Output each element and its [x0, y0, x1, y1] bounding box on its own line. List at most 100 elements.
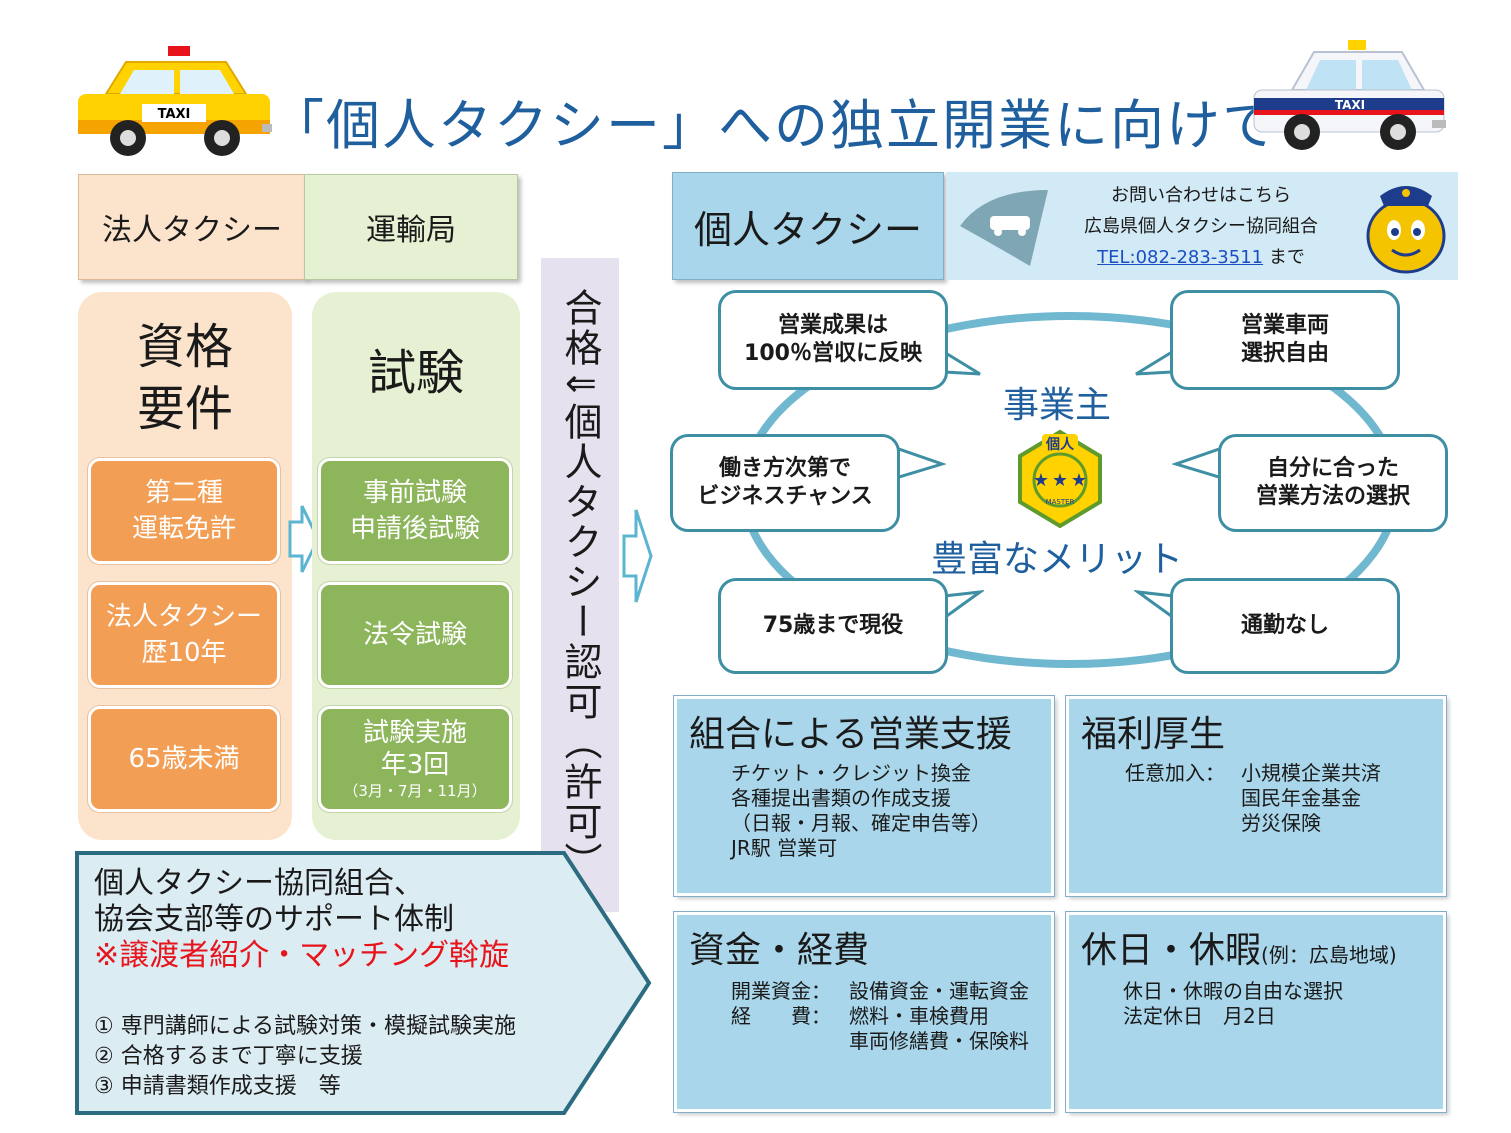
- taxi-logo-icon: [960, 190, 1048, 266]
- individual-taxi-label: 個人タクシー: [693, 207, 922, 252]
- merit-bubble-line: 選択自由: [1240, 341, 1329, 366]
- exam-item-line: 申請後試験: [349, 514, 480, 544]
- merit-bubble-line: 営業成果は: [777, 313, 888, 338]
- welfare-line: 国民年金基金: [1241, 786, 1361, 810]
- exam-item-line: 事前試験: [362, 478, 467, 508]
- sales-support-line: JR駅 営業可: [731, 836, 838, 860]
- funds-label: 経 費：: [731, 1004, 831, 1028]
- qualification-item: 法人タクシー 歴10年: [88, 582, 280, 688]
- holiday-line: 休日・休暇の自由な選択: [1123, 979, 1343, 1003]
- holiday-line: 法定休日 月2日: [1123, 1004, 1276, 1028]
- merit-bubble-line: 75歳まで現役: [762, 613, 904, 638]
- holiday-lines: 休日・休暇の自由な選択 法定休日 月2日: [1123, 979, 1343, 1029]
- sales-support-line: （日報・月報、確定申告等）: [731, 811, 991, 835]
- merit-bubble: 75歳まで現役: [718, 578, 948, 674]
- corporate-taxi-label: 法人タクシー: [102, 213, 282, 248]
- contact-line: 広島県個人タクシー協同組合: [1084, 216, 1318, 237]
- qualification-heading-line2: 要件: [136, 381, 233, 437]
- bubble-tail: [1135, 350, 1172, 376]
- merit-bubble-line: ビジネスチャンス: [697, 484, 873, 509]
- bubble-tail: [1172, 446, 1222, 480]
- sales-support-line: 各種提出書類の作成支援: [731, 786, 951, 810]
- yellow-taxi-sign: TAXI: [158, 107, 191, 122]
- support-list-item: ① 専門講師による試験対策・模擬試験実施: [94, 1014, 517, 1039]
- merit-center-top: 事業主: [1002, 385, 1111, 426]
- sales-support-line: チケット・クレジット換金: [731, 761, 971, 785]
- merit-bubble-line: 100％営収に反映: [744, 341, 922, 366]
- holiday-title-note: (例：広島地域): [1261, 943, 1397, 967]
- holiday-panel: 休日・休暇(例：広島地域) 休日・休暇の自由な選択 法定休日 月2日: [1066, 912, 1446, 1112]
- funds-label: 開業資金：: [731, 979, 831, 1003]
- qualification-heading-line1: 資格: [136, 319, 233, 375]
- welfare-line: 労災保険: [1241, 811, 1321, 835]
- qualification-item-line: 運転免許: [131, 514, 236, 544]
- support-line: 協会支部等のサポート体制: [94, 902, 454, 937]
- merit-bubble: 自分に合った 営業方法の選択: [1218, 434, 1448, 532]
- bubble-tail: [1134, 590, 1174, 620]
- qualification-item-line: 法人タクシー: [105, 602, 262, 632]
- funds-value: 燃料・車検費用: [849, 1004, 989, 1028]
- welfare-lines: 小規模企業共済 国民年金基金 労災保険: [1241, 761, 1381, 836]
- merit-bubble-line: 働き方次第で: [718, 456, 851, 481]
- funds-title: 資金・経費: [689, 930, 870, 971]
- merit-bubble: 通勤なし: [1170, 578, 1400, 674]
- merit-center-bottom: 豊富なメリット: [930, 539, 1183, 580]
- support-line: 個人タクシー協同組合、: [94, 866, 424, 901]
- merit-bubble-line: 通勤なし: [1240, 613, 1329, 638]
- merit-bubble: 働き方次第で ビジネスチャンス: [670, 434, 900, 532]
- individual-badge-icon: 個人 ★ ★ ★ MASTER: [1018, 429, 1102, 528]
- exam-item-note: （3月・7月・11月）: [343, 782, 487, 800]
- exam-item: 試験実施 年3回 （3月・7月・11月）: [318, 706, 512, 812]
- qualification-item: 第二種 運転免許: [88, 458, 280, 564]
- holiday-title: 休日・休暇(例：広島地域): [1081, 921, 1397, 973]
- support-text: 個人タクシー協同組合、 協会支部等のサポート体制 ※譲渡者紹介・マッチング斡旋: [94, 866, 509, 974]
- support-list: ① 専門講師による試験対策・模擬試験実施 ② 合格するまで丁寧に支援 ③ 申請書…: [94, 1012, 516, 1102]
- transport-bureau-header: 運輸局: [304, 174, 518, 280]
- merit-bubble-line: 営業車両: [1240, 313, 1329, 338]
- welfare-line: 小規模企業共済: [1241, 761, 1381, 785]
- merit-bubble: 営業車両 選択自由: [1170, 290, 1400, 390]
- sales-support-title: 組合による営業支援: [689, 714, 1012, 755]
- bubble-tail: [896, 446, 946, 480]
- badge-label: 個人: [1045, 436, 1075, 453]
- svg-text:★: ★: [1071, 470, 1087, 491]
- exam-item: 事前試験 申請後試験: [318, 458, 512, 564]
- svg-text:★: ★: [1033, 470, 1049, 491]
- exam-item-line: 年3回: [380, 750, 450, 780]
- approval-text: 合格⇓個人タクシー認可（許可）: [558, 288, 602, 882]
- contact-box: お問い合わせはこちら 広島県個人タクシー協同組合 TEL:082-283-351…: [946, 172, 1458, 280]
- qualification-item-line: 65歳未満: [128, 744, 240, 774]
- svg-text:★: ★: [1052, 470, 1068, 491]
- qualification-item: 65歳未満: [88, 706, 280, 812]
- exam-heading: 試験: [367, 345, 464, 401]
- merit-bubble-line: 営業方法の選択: [1255, 484, 1410, 509]
- funds-value: 設備資金・運転資金: [849, 979, 1029, 1003]
- support-list-item: ② 合格するまで丁寧に支援: [94, 1044, 363, 1069]
- arrow-right-icon: [288, 505, 320, 573]
- mascot-icon: [1366, 186, 1446, 274]
- corporate-taxi-header: 法人タクシー: [78, 174, 306, 280]
- yellow-taxi-icon: TAXI: [78, 46, 272, 156]
- bubble-tail: [944, 350, 981, 376]
- transport-bureau-label: 運輸局: [366, 213, 456, 248]
- exam-item: 法令試験: [318, 582, 512, 688]
- funds-values: 設備資金・運転資金 燃料・車検費用 車両修繕費・保険料: [849, 979, 1029, 1054]
- individual-taxi-header: 個人タクシー: [672, 172, 944, 280]
- merit-bubble: 営業成果は 100％営収に反映: [718, 290, 948, 390]
- white-taxi-icon: TAXI: [1253, 40, 1446, 150]
- exam-item-line: 試験実施: [362, 718, 467, 748]
- sales-support-lines: チケット・クレジット換金 各種提出書類の作成支援 （日報・月報、確定申告等） J…: [731, 761, 991, 861]
- merit-bubble-line: 自分に合った: [1266, 456, 1399, 481]
- arrow-right-icon: [622, 509, 653, 603]
- support-list-item: ③ 申請書類作成支援 等: [94, 1074, 341, 1099]
- contact-tel-link[interactable]: TEL:082-283-3511: [1097, 247, 1264, 268]
- page-title: 「個人タクシー」への独立開業に向けて: [270, 93, 1278, 157]
- support-shape: [75, 851, 652, 1115]
- funds-value: 車両修繕費・保険料: [849, 1029, 1029, 1053]
- contact-text: お問い合わせはこちら 広島県個人タクシー協同組合 TEL:082-283-351…: [1056, 180, 1346, 273]
- qualification-item-line: 第二種: [144, 478, 223, 508]
- contact-line: お問い合わせはこちら: [1111, 185, 1291, 206]
- qualification-heading: 資格 要件: [78, 316, 292, 440]
- funds-labels: 開業資金： 経 費：: [731, 979, 831, 1029]
- badge-sub-label: MASTER: [1046, 498, 1075, 506]
